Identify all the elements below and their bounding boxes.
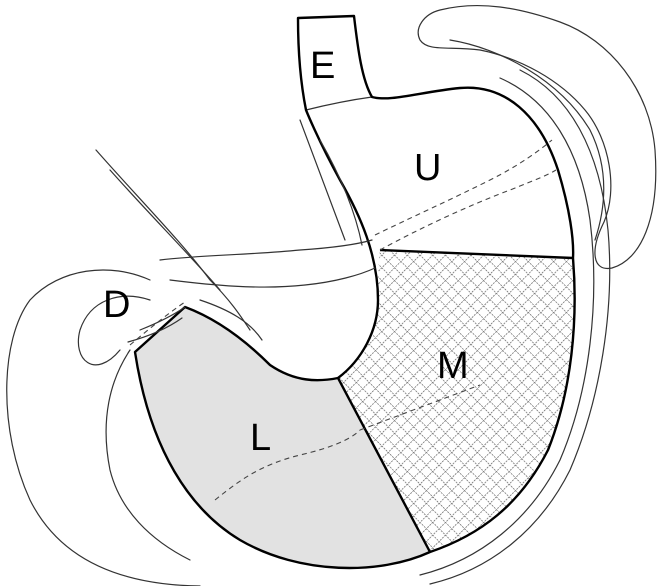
label-middle: M — [437, 345, 469, 387]
divider-esophagus — [306, 97, 372, 110]
spleen-inner — [450, 40, 604, 240]
vessel-5 — [300, 120, 345, 240]
dashed-upper — [375, 140, 552, 235]
vessel-3 — [160, 240, 372, 260]
label-duodenum: D — [103, 284, 130, 326]
spleen-outline — [418, 6, 656, 269]
dashed-upper-2 — [380, 170, 556, 250]
vessel-4 — [170, 268, 375, 287]
label-upper: U — [414, 147, 441, 189]
label-lower: L — [250, 417, 271, 459]
label-esophagus: E — [310, 45, 335, 87]
